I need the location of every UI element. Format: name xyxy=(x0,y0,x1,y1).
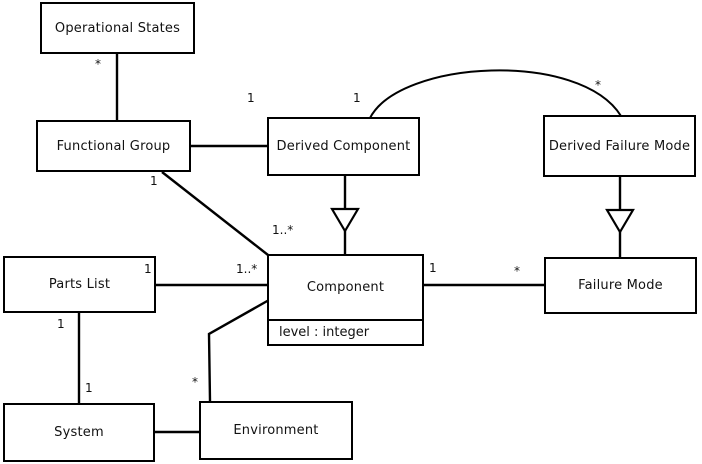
relationship-derived-component--derived-failure-mode xyxy=(369,69,622,119)
uml-class-derived-component[interactable]: Derived Component xyxy=(267,117,420,176)
class-name-label: Parts List xyxy=(48,277,111,292)
class-attribute: level : integer xyxy=(269,319,422,344)
multiplicity-label: * xyxy=(595,78,601,92)
multiplicity-label: 1 xyxy=(353,91,361,105)
multiplicity-label: * xyxy=(95,57,101,71)
uml-class-operational-states[interactable]: Operational States xyxy=(40,2,195,54)
uml-class-parts-list[interactable]: Parts List xyxy=(3,256,156,313)
multiplicity-label: 1 xyxy=(85,381,93,395)
multiplicity-label: 1..* xyxy=(236,262,258,276)
class-name-label: Derived Failure Mode xyxy=(548,138,691,154)
class-name-label: Functional Group xyxy=(56,138,171,154)
uml-class-environment[interactable]: Environment xyxy=(199,401,353,460)
class-name-label: System xyxy=(54,425,104,440)
class-name-label: Operational States xyxy=(54,20,181,36)
multiplicity-label: 1..* xyxy=(272,223,294,237)
multiplicity-label: 1 xyxy=(429,261,437,275)
class-name-label: Environment xyxy=(233,423,319,438)
multiplicity-label: * xyxy=(514,264,520,278)
multiplicity-label: 1 xyxy=(247,91,255,105)
class-name-label: Failure Mode xyxy=(578,278,663,293)
class-name-label: Component xyxy=(306,280,385,295)
relationship-environment--component xyxy=(207,298,270,402)
uml-class-system[interactable]: System xyxy=(3,403,155,462)
generalization-arrow-icon xyxy=(330,207,360,234)
multiplicity-label: 1 xyxy=(57,317,65,331)
generalization-arrow-icon xyxy=(605,208,635,235)
multiplicity-label: 1 xyxy=(150,174,158,188)
uml-class-failure-mode[interactable]: Failure Mode xyxy=(544,257,697,314)
relationship-functional-group--component xyxy=(161,171,269,256)
class-name-label: Derived Component xyxy=(276,139,411,154)
uml-class-component[interactable]: Component level : integer xyxy=(267,254,424,346)
uml-class-derived-failure-mode[interactable]: Derived Failure Mode xyxy=(543,115,696,177)
multiplicity-label: 1 xyxy=(144,262,152,276)
multiplicity-label: * xyxy=(192,375,198,389)
uml-class-functional-group[interactable]: Functional Group xyxy=(36,120,191,172)
